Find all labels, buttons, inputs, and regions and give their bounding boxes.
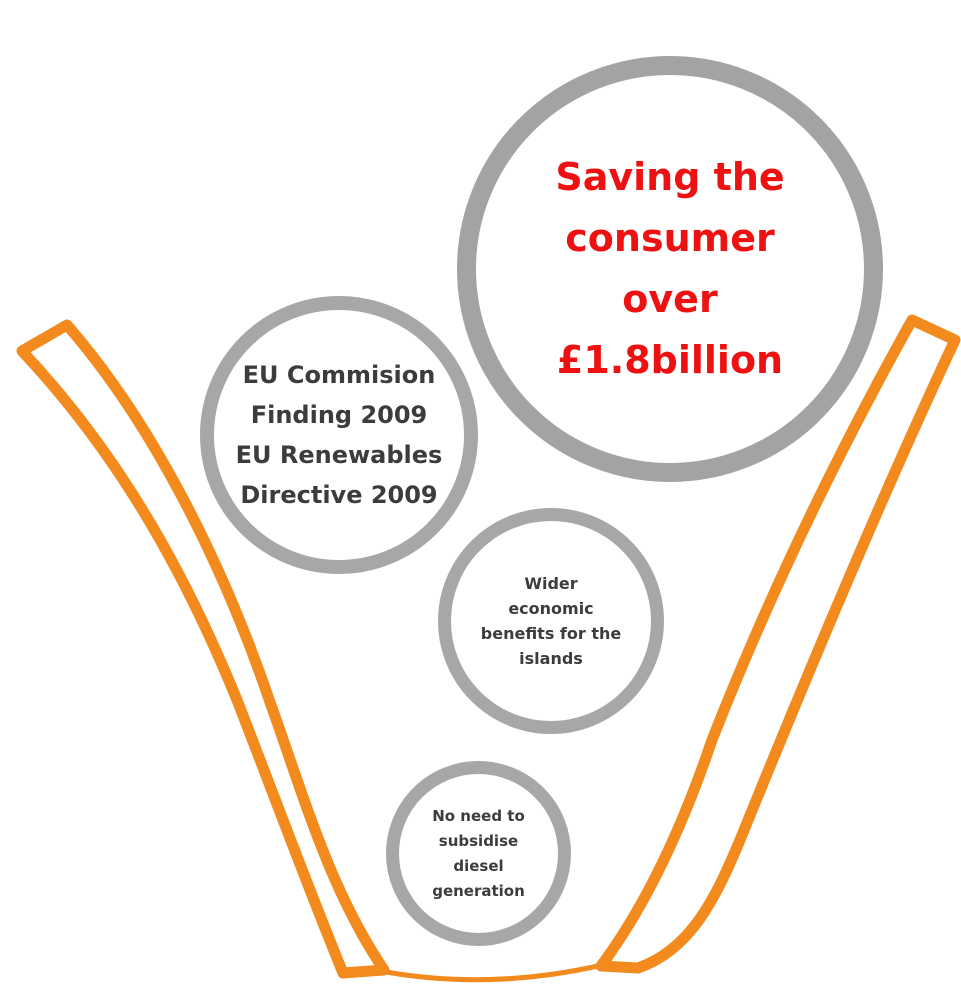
diesel-line-3: diesel [453,856,504,875]
wider-benefits-bubble: Wider economic benefits for the islands [438,508,664,734]
diesel-subsidy-bubble: No need to subsidise diesel generation [386,761,571,946]
diesel-line-1: No need to [432,806,525,825]
funnel-base-curve [383,963,601,983]
eu-line-1: EU Commision [242,361,436,389]
diesel-line-4: generation [432,881,525,900]
wider-line-4: islands [519,649,583,668]
saving-consumer-text: Saving the consumer over £1.8billion [555,147,784,391]
saving-line-2: consumer [565,216,775,260]
eu-commission-bubble: EU Commision Finding 2009 EU Renewables … [200,296,478,574]
wider-benefits-text: Wider economic benefits for the islands [481,571,621,671]
funnel-right-arm [595,314,961,974]
eu-line-4: Directive 2009 [240,481,438,509]
eu-line-3: EU Renewables [235,441,443,469]
wider-line-3: benefits for the [480,624,622,643]
saving-line-3: over [622,277,718,321]
eu-line-2: Finding 2009 [250,401,428,429]
wider-line-2: economic [508,599,594,618]
saving-line-1: Saving the [555,155,785,199]
eu-commission-text: EU Commision Finding 2009 EU Renewables … [236,355,443,515]
saving-line-4: £1.8billion [556,338,784,382]
wider-line-1: Wider [524,574,578,593]
saving-consumer-bubble: Saving the consumer over £1.8billion [457,56,883,482]
funnel-left-arm [16,319,390,979]
diesel-subsidy-text: No need to subsidise diesel generation [432,804,525,904]
diesel-line-2: subsidise [438,831,519,850]
